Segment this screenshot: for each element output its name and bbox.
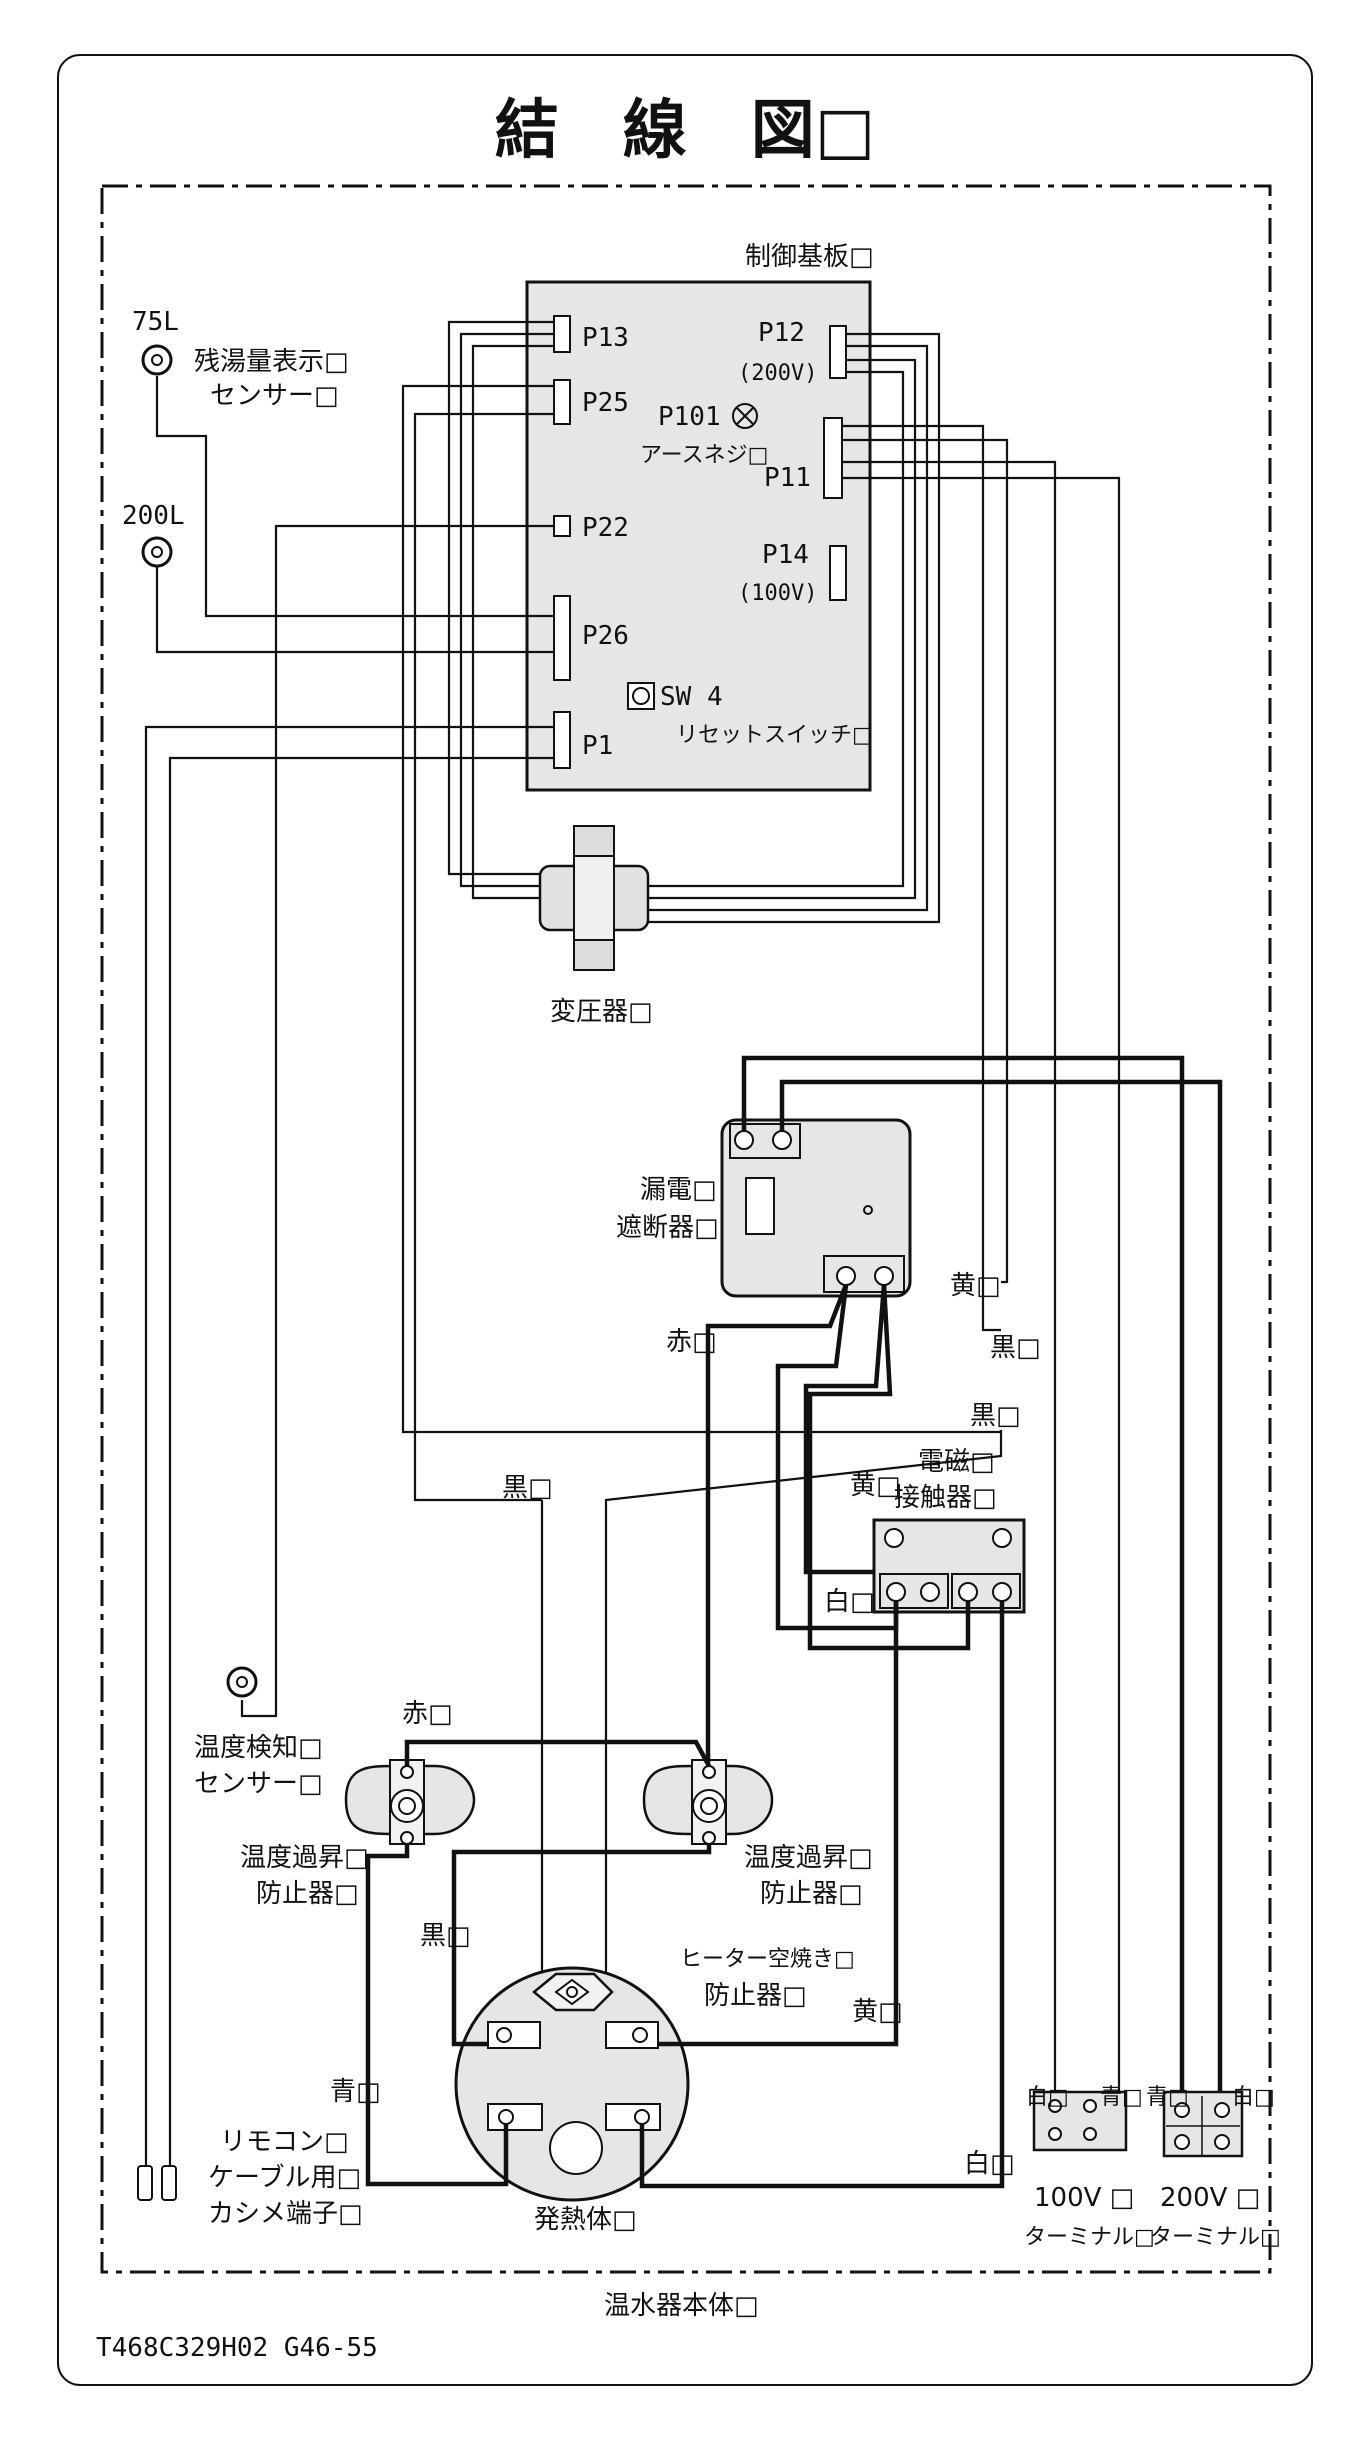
overheat-protector-right xyxy=(642,1759,774,1845)
remote-terminal-line1: リモコン□ xyxy=(220,2127,349,2157)
p12-label: P12 xyxy=(758,318,805,348)
overheat-left-line1: 温度過昇□ xyxy=(240,1843,369,1873)
connector-p11 xyxy=(823,417,843,499)
wire-label-yellow: 黄□ xyxy=(852,1997,903,2027)
reset-switch-icon xyxy=(627,682,655,710)
terminal-200v xyxy=(1162,2090,1244,2158)
temperature-sensor-line2: センサー□ xyxy=(194,1769,323,1799)
contactor-line2: 接触器□ xyxy=(894,1483,997,1513)
connector-p22 xyxy=(553,515,571,537)
wire-label-blue: 青□ xyxy=(1146,2085,1189,2110)
temperature-sensor-line1: 温度検知□ xyxy=(194,1733,323,1763)
wire-label-yellow: 黄□ xyxy=(850,1471,901,1501)
wire-label-red: 赤□ xyxy=(666,1327,717,1357)
outer-frame xyxy=(57,54,1313,2386)
heater-element xyxy=(454,1966,690,2202)
p26-label: P26 xyxy=(582,621,629,651)
breaker-line1: 漏電□ xyxy=(640,1175,717,1205)
terminal-100v-name: ターミナル□ xyxy=(1024,2225,1155,2250)
p101-label: P101 xyxy=(658,402,721,432)
wire-label-black: 黒□ xyxy=(502,1473,553,1503)
p1-label: P1 xyxy=(582,731,613,761)
connector-p14 xyxy=(829,545,847,601)
transformer-icon xyxy=(538,825,650,971)
wire-label-white: 白□ xyxy=(1232,2085,1275,2110)
p11-label: P11 xyxy=(764,463,811,493)
p13-label: P13 xyxy=(582,323,629,353)
connector-p1 xyxy=(553,711,571,769)
earth-screw-label: アースネジ□ xyxy=(640,443,768,468)
overheat-left-line2: 防止器□ xyxy=(256,1879,359,1909)
wire-label-black: 黒□ xyxy=(970,1401,1021,1431)
p14-label: P14 xyxy=(762,540,809,570)
reset-switch-label: リセットスイッチ□ xyxy=(676,723,873,748)
dry-heat-line2: 防止器□ xyxy=(704,1981,807,2011)
wire-label-white: 白□ xyxy=(824,1587,875,1617)
earth-screw-icon xyxy=(732,403,758,429)
unit-body-label: 温水器本体□ xyxy=(604,2291,759,2321)
control-board: 制御基板□ P13 P25 P22 P26 P1 P12 (200V) P101… xyxy=(525,242,874,792)
wire-label-white: 白□ xyxy=(1026,2085,1069,2110)
breaker-line2: 遮断器□ xyxy=(616,1213,719,1243)
sensor-75l-icon xyxy=(141,344,173,376)
part-number: T468C329H02 G46-55 xyxy=(96,2333,378,2363)
unit-boundary xyxy=(100,184,1272,2274)
heater-label: 発熱体□ xyxy=(534,2205,637,2235)
transformer-label: 変圧器□ xyxy=(550,997,653,1027)
p25-label: P25 xyxy=(582,388,629,418)
dry-heat-line1: ヒーター空焼き□ xyxy=(680,1947,855,1972)
sensor-200l-icon xyxy=(141,536,173,568)
earth-leakage-breaker xyxy=(720,1118,912,1298)
temperature-sensor-icon xyxy=(226,1666,258,1698)
connector-p13 xyxy=(553,315,571,353)
connector-p26 xyxy=(553,595,571,681)
terminal-200v-name: ターミナル□ xyxy=(1150,2225,1281,2250)
control-board-label: 制御基板□ xyxy=(745,242,874,272)
terminal-100v-voltage: 100V □ xyxy=(1034,2183,1134,2213)
wire-label-black: 黒□ xyxy=(990,1333,1041,1363)
sensor-75l-label: 75L xyxy=(132,307,179,337)
remote-cable-terminal xyxy=(137,2165,177,2201)
terminal-100v xyxy=(1032,2090,1128,2152)
connector-p12 xyxy=(829,325,847,379)
p22-label: P22 xyxy=(582,513,629,543)
terminal-200v-voltage: 200V □ xyxy=(1160,2183,1260,2213)
wire-label-blue: 青□ xyxy=(1100,2085,1143,2110)
overheat-protector-left xyxy=(344,1759,476,1845)
wire-label-blue: 青□ xyxy=(330,2077,381,2107)
remote-terminal-line3: カシメ端子□ xyxy=(208,2199,363,2229)
wire-label-white: 白□ xyxy=(964,2149,1015,2179)
overheat-right-line2: 防止器□ xyxy=(760,1879,863,1909)
remote-terminal-line2: ケーブル用□ xyxy=(208,2163,361,2193)
sw4-label: SW 4 xyxy=(660,682,723,712)
wire-label-yellow: 黄□ xyxy=(950,1271,1001,1301)
overheat-right-line1: 温度過昇□ xyxy=(744,1843,873,1873)
power-wires xyxy=(365,1055,1223,2189)
diagram-title: 結 線 図□ xyxy=(495,94,875,168)
wire-label-red: 赤□ xyxy=(402,1699,453,1729)
p14-voltage: (100V) xyxy=(738,581,817,606)
connector-p25 xyxy=(553,379,571,425)
contactor-line1: 電磁□ xyxy=(918,1447,995,1477)
wire-label-black: 黒□ xyxy=(420,1921,471,1951)
remaining-sensor-line2: センサー□ xyxy=(210,381,339,411)
sensor-200l-label: 200L xyxy=(122,501,185,531)
p12-voltage: (200V) xyxy=(738,361,817,386)
thin-wires xyxy=(144,320,1121,2166)
magnetic-contactor xyxy=(872,1518,1026,1614)
remaining-sensor-line1: 残湯量表示□ xyxy=(194,347,349,377)
